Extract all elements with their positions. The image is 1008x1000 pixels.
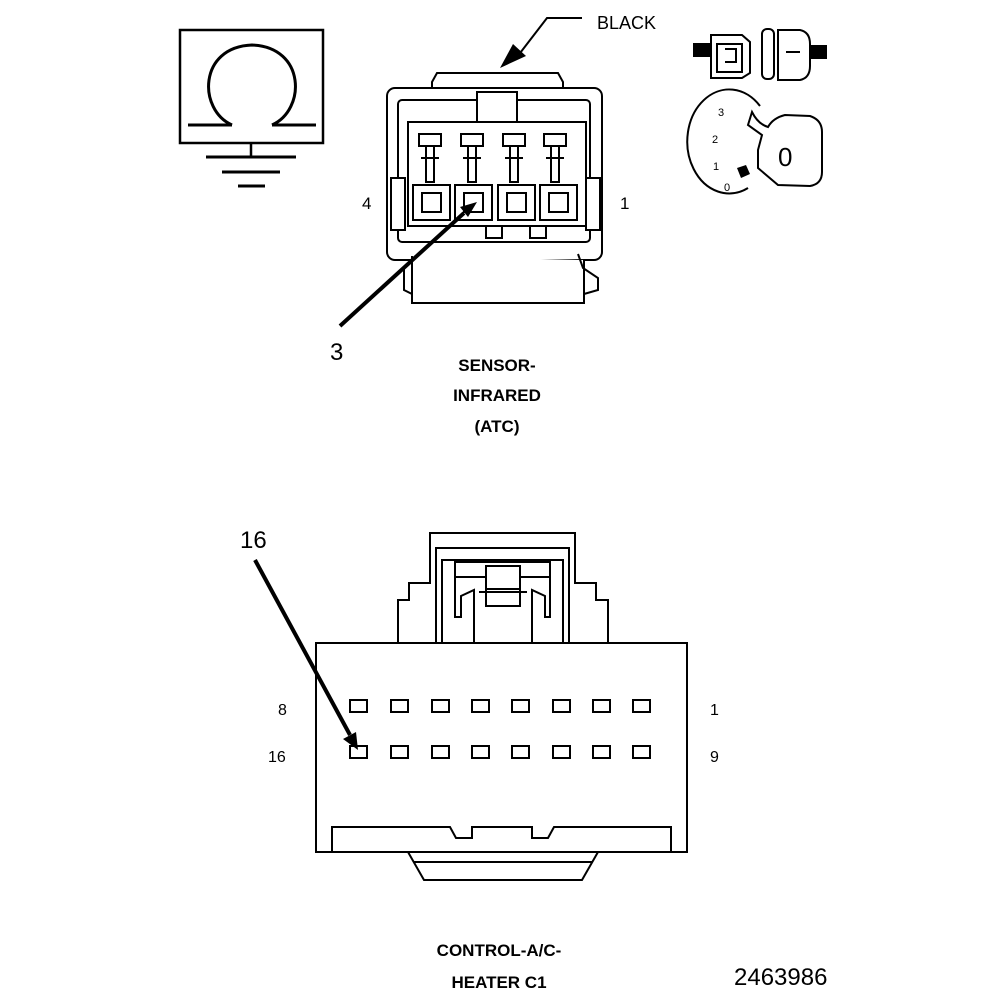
disconnect-connector-icon (693, 28, 827, 81)
ignition-pos-3: 3 (718, 107, 724, 119)
control-callout-arrow: 16 (240, 527, 358, 750)
control-pin-8-label: 8 (278, 702, 287, 719)
wire-color-callout: BLACK (500, 13, 656, 68)
wire-color-label: BLACK (597, 13, 656, 33)
sensor-title-line-3: (ATC) (475, 417, 520, 436)
control-title-line-1: CONTROL-A/C- (437, 941, 562, 960)
sensor-title: SENSOR- INFRARED (ATC) (453, 356, 541, 436)
ignition-pos-1: 1 (713, 161, 719, 173)
ignition-pos-2: 2 (712, 134, 718, 146)
ignition-pos-0: 0 (724, 182, 730, 194)
sensor-title-line-1: SENSOR- (458, 356, 535, 375)
sensor-title-line-2: INFRARED (453, 386, 541, 405)
sensor-callout-arrow: 3 (330, 202, 477, 366)
figure-number: 2463986 (734, 964, 827, 991)
control-callout-label: 16 (240, 527, 267, 554)
ohmmeter-ground-icon (178, 28, 325, 188)
control-pin-labels: 8 1 16 9 (268, 702, 719, 766)
control-title: CONTROL-A/C- HEATER C1 (437, 941, 562, 992)
sensor-pin-4-label: 4 (362, 194, 371, 213)
ignition-switch-icon: 3 2 1 0 0 (686, 88, 823, 195)
sensor-pin-1-label: 1 (620, 194, 629, 213)
control-title-line-2: HEATER C1 (451, 973, 546, 992)
sensor-pin-labels: 4 1 (362, 194, 629, 213)
control-pin-1-label: 1 (710, 702, 719, 719)
control-pin-9-label: 9 (710, 749, 719, 766)
control-connector (315, 532, 688, 881)
control-pin-16-label: 16 (268, 749, 286, 766)
sensor-connector (386, 72, 603, 304)
ignition-key-text: 0 (778, 142, 792, 172)
sensor-callout-label: 3 (330, 339, 343, 366)
